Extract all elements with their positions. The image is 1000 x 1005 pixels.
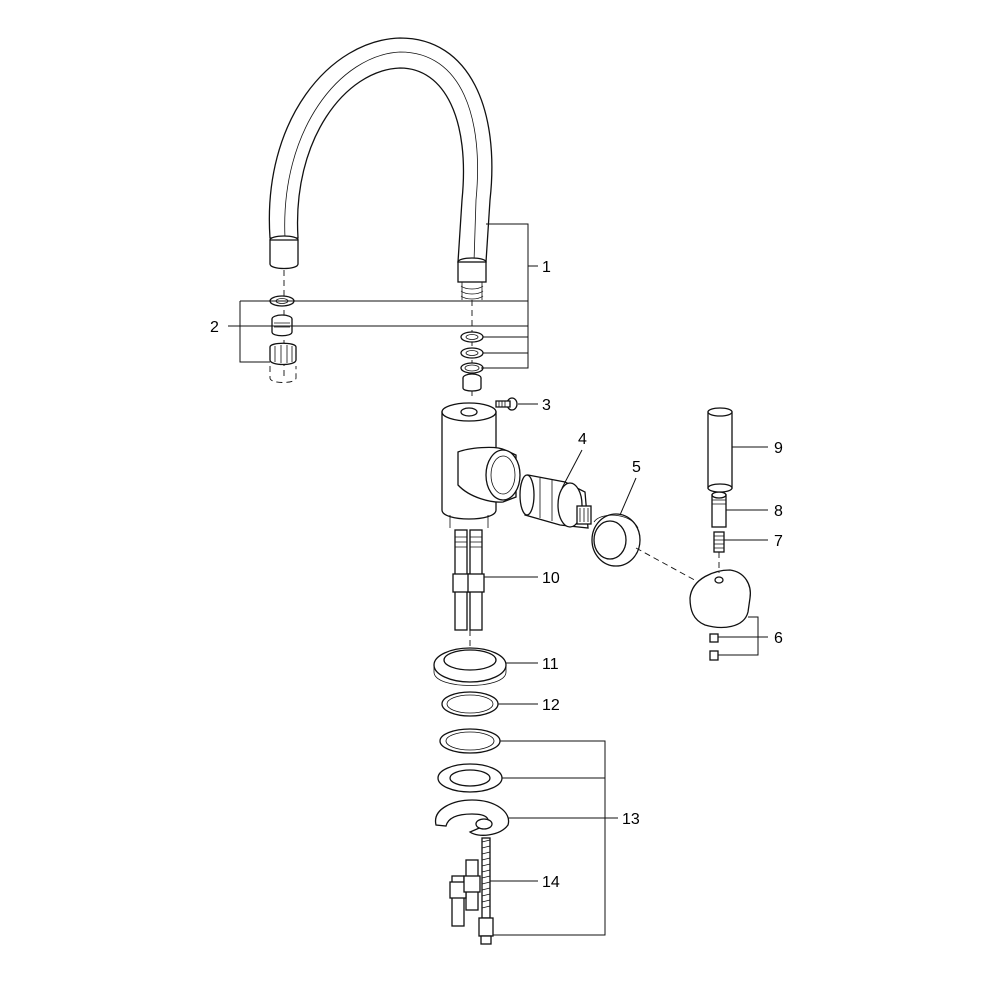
lever — [707, 407, 733, 493]
callout-labels: 1 2 3 4 5 6 7 8 9 10 11 12 13 14 — [210, 259, 783, 891]
mounting-gasket — [439, 728, 501, 754]
supply-hoses-upper — [452, 529, 485, 631]
spout-sleeve — [462, 373, 482, 392]
base-gasket — [441, 691, 499, 717]
callout-13: 13 — [622, 811, 640, 828]
bonnet-nut — [591, 513, 641, 567]
spout-o-ring-1 — [460, 331, 484, 343]
supply-hoses-lower — [449, 859, 481, 927]
base-ring — [433, 647, 507, 686]
callout-9: 9 — [774, 440, 783, 457]
spout-o-ring-2 — [460, 347, 484, 359]
spout — [268, 37, 493, 300]
callout-8: 8 — [774, 503, 783, 520]
callout-14: 14 — [542, 874, 560, 891]
callout-3: 3 — [542, 397, 551, 414]
callout-1: 1 — [542, 259, 551, 276]
pin — [713, 531, 725, 553]
callout-11: 11 — [542, 656, 559, 673]
callout-5: 5 — [632, 459, 641, 476]
handle-axis-line — [635, 547, 701, 584]
leader-lines — [228, 223, 768, 936]
mounting-washer — [437, 763, 503, 793]
horseshoe-clamp — [435, 799, 510, 836]
spout-axis-lines — [283, 270, 473, 400]
callout-7: 7 — [774, 533, 783, 550]
aerator-insert — [271, 314, 293, 337]
handle-cap-screw — [709, 650, 719, 661]
callout-2: 2 — [210, 319, 219, 336]
set-screw — [495, 397, 518, 411]
handle-grub-screw — [709, 633, 719, 643]
cartridge — [519, 474, 592, 529]
callout-4: 4 — [578, 431, 587, 448]
threaded-rod — [478, 837, 494, 945]
lever-sleeve — [711, 491, 727, 528]
callout-6: 6 — [774, 630, 783, 647]
aerator-housing — [269, 342, 297, 383]
callout-12: 12 — [542, 697, 560, 714]
handle — [689, 569, 751, 628]
faucet-body — [441, 402, 521, 528]
callout-10: 10 — [542, 570, 560, 587]
spout-o-ring-3 — [460, 362, 484, 374]
